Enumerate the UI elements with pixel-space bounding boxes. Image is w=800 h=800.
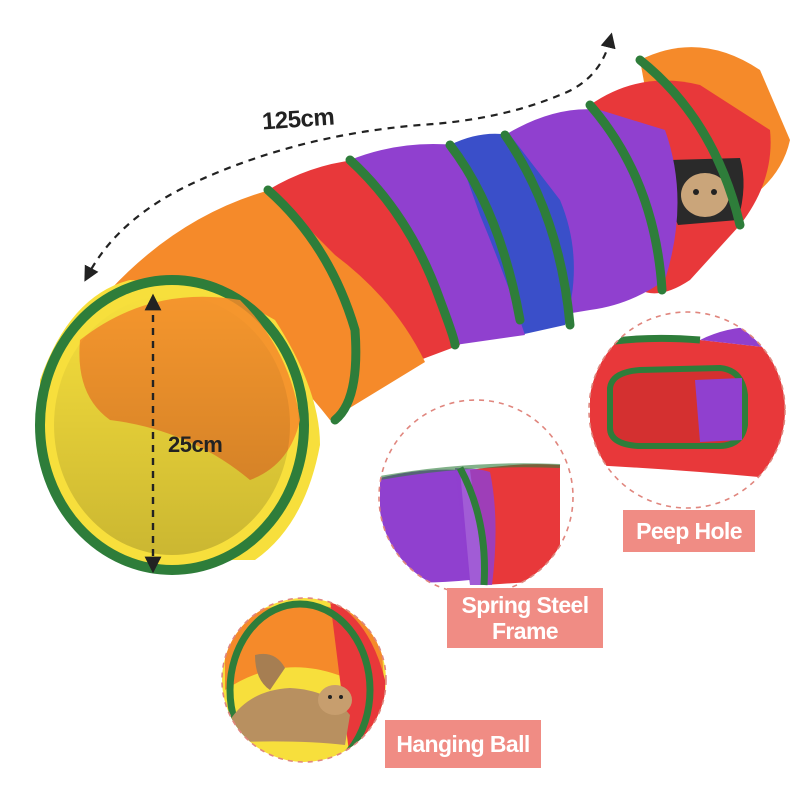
main-peep-cat xyxy=(681,173,729,217)
spring-frame-tag: Spring Steel Frame xyxy=(447,588,603,648)
spring-frame-detail xyxy=(378,399,574,595)
spring-frame-tag-line2: Frame xyxy=(491,618,559,644)
peep-hole-tag: Peep Hole xyxy=(623,510,755,552)
hanging-ball-tag-text: Hanging Ball xyxy=(396,731,530,757)
length-label: 125cm xyxy=(261,103,336,136)
cat-icon xyxy=(318,685,352,715)
hanging-ball-tag: Hanging Ball xyxy=(385,720,541,768)
hanging-ball-detail xyxy=(221,597,387,763)
peep-hole-tag-text: Peep Hole xyxy=(636,518,742,544)
spring-frame-tag-line1: Spring Steel xyxy=(461,592,590,618)
diameter-label: 25cm xyxy=(168,432,223,457)
peep-hole-detail xyxy=(588,311,786,509)
